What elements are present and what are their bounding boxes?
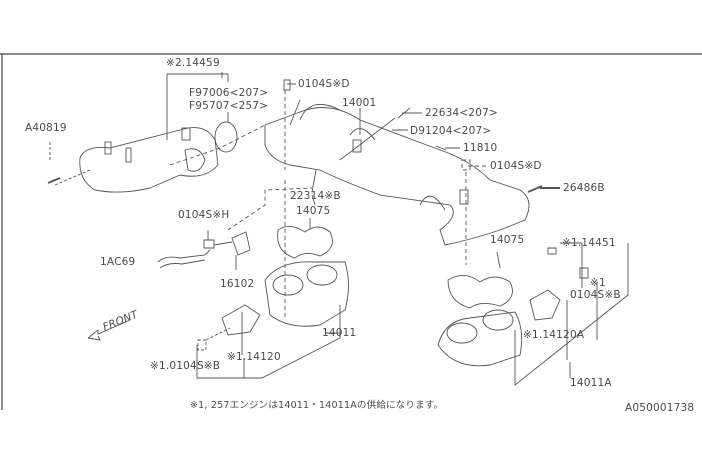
part-label: 11810: [463, 142, 498, 154]
part-label: F95707<257>: [189, 100, 269, 112]
part-label: 1AC69: [100, 256, 136, 268]
part-label: 0104S※H: [178, 209, 230, 221]
part-label: 14011: [322, 327, 357, 339]
part-label: 14075: [296, 205, 331, 217]
part-label: ※1.14120A: [523, 329, 585, 341]
part-label: 14001: [342, 97, 377, 109]
sensor-11810-icon: [435, 145, 460, 151]
intake-manifold: [264, 99, 530, 246]
part-label: D91204<207>: [410, 125, 492, 137]
part-label: 0104S※D: [490, 160, 542, 172]
part-label: ※1.14120: [227, 351, 281, 363]
leader-lines-14459: [166, 72, 229, 140]
bolt-a40819-icon: [47, 177, 61, 184]
clamp-icon: [214, 121, 238, 153]
part-label: ※1: [590, 277, 606, 289]
part-label: ※1.14451: [562, 237, 616, 249]
part-label: 16102: [220, 278, 255, 290]
plug-26486-icon: [527, 185, 560, 193]
hose-1ac69: [157, 249, 211, 269]
part-label: 26486B: [563, 182, 605, 194]
tps-right: [529, 289, 561, 321]
part-label: 0104S※B: [570, 289, 621, 301]
bolt-d-top-icon: [283, 79, 296, 91]
gasket-left: [277, 226, 333, 259]
part-label: 14011A: [570, 377, 612, 389]
throttle-body-14011a: [437, 309, 523, 367]
part-label: 14075: [490, 234, 525, 246]
part-label: ※2.14459: [166, 57, 220, 69]
throttle-body-14011: [264, 261, 349, 327]
gasket-right: [447, 275, 513, 309]
footnote: ※1, 257エンジンは14011・14011Aの供給になります。: [190, 400, 444, 411]
part-label: A40819: [25, 122, 67, 134]
air-intake-duct: [79, 127, 219, 193]
diagram-id: A050001738: [625, 402, 695, 414]
part-label: ※1.0104S※B: [150, 360, 221, 372]
front-arrow-icon: [87, 319, 131, 341]
part-label: 0104S※D: [298, 78, 350, 90]
part-label: F97006<207>: [189, 87, 269, 99]
tps-left: [221, 304, 261, 336]
part-label: 22634<207>: [425, 107, 499, 119]
part-label: 22314※B: [290, 190, 341, 202]
